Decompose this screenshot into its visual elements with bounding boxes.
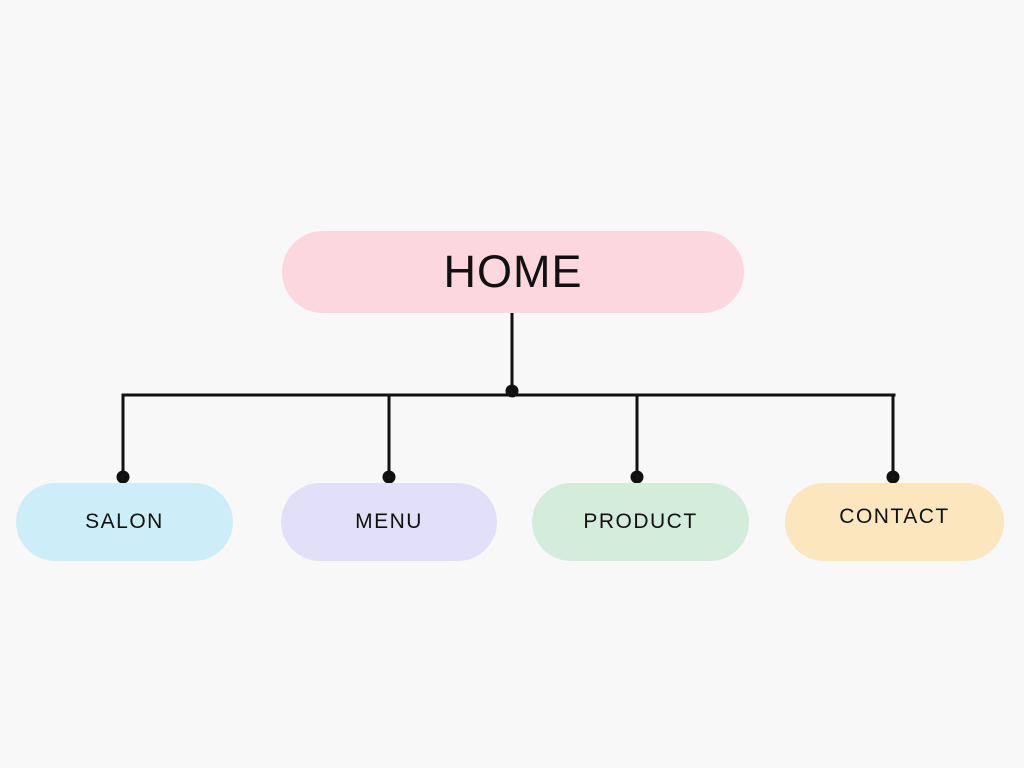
node-menu-label: MENU: [355, 510, 423, 533]
node-home-label: HOME: [443, 246, 583, 297]
node-menu[interactable]: MENU: [281, 483, 497, 561]
node-contact-label: CONTACT: [839, 505, 950, 528]
node-product-label: PRODUCT: [583, 510, 698, 533]
junction-dot: [505, 384, 519, 398]
endpoint-dot-contact: [886, 470, 900, 484]
endpoint-dot-product: [630, 470, 644, 484]
node-home[interactable]: HOME: [282, 231, 744, 313]
endpoint-dot-salon: [116, 470, 130, 484]
node-contact[interactable]: CONTACT: [785, 483, 1004, 561]
node-salon-label: SALON: [85, 510, 164, 533]
node-salon[interactable]: SALON: [16, 483, 233, 561]
node-product[interactable]: PRODUCT: [532, 483, 749, 561]
endpoint-dot-menu: [382, 470, 396, 484]
